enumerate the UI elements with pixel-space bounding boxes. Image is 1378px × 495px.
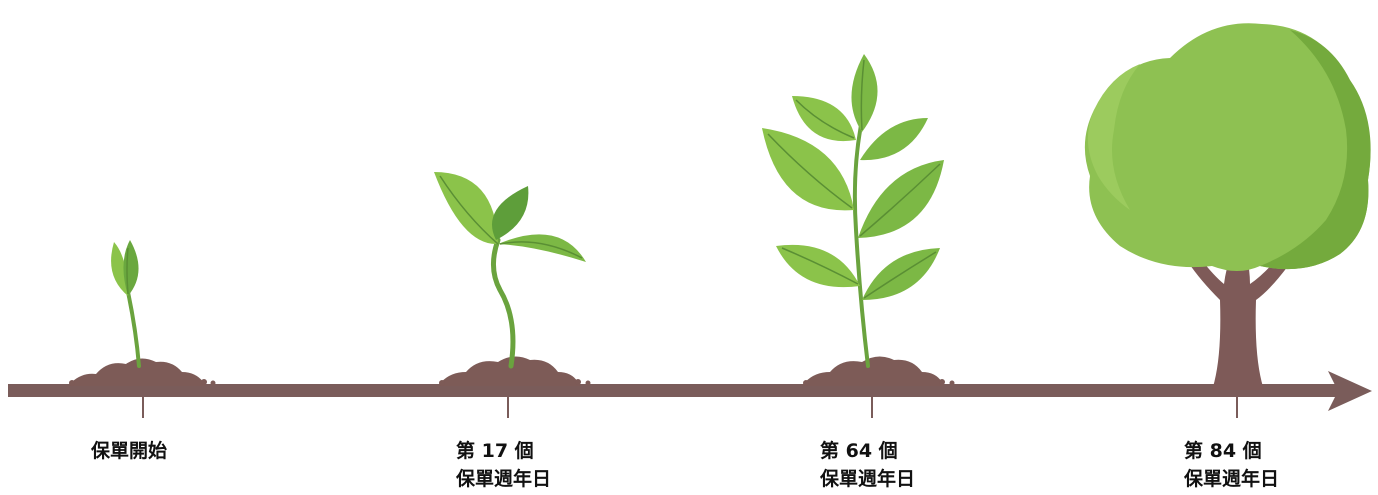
stage-label-line: 保單週年日: [820, 468, 916, 490]
young-plant-icon: [762, 54, 955, 386]
stage-label-line: 第 17 個: [456, 440, 534, 462]
stage-label-line: 第 64 個: [820, 440, 898, 462]
timeline-axis: [8, 371, 1372, 411]
stage-label-84th-anniversary: 第 84 個 保單週年日: [1184, 437, 1279, 493]
seedling-icon: [434, 172, 591, 386]
sprout-icon: [68, 240, 216, 386]
stage-label-line: 保單週年日: [456, 468, 552, 490]
timeline-ticks: [142, 397, 1238, 418]
stage-label-17th-anniversary: 第 17 個 保單週年日: [456, 437, 551, 493]
stage-label-64th-anniversary: 第 64 個 保單週年日: [820, 437, 915, 493]
stage-label-line: 第 84 個: [1184, 440, 1262, 462]
stage-label-line: 保單開始: [91, 440, 168, 462]
stage-label-policy-start: 保單開始: [91, 437, 167, 465]
stage-label-line: 保單週年日: [1184, 468, 1280, 490]
arrow-head-icon: [1328, 371, 1372, 411]
tree-icon: [1084, 23, 1371, 390]
